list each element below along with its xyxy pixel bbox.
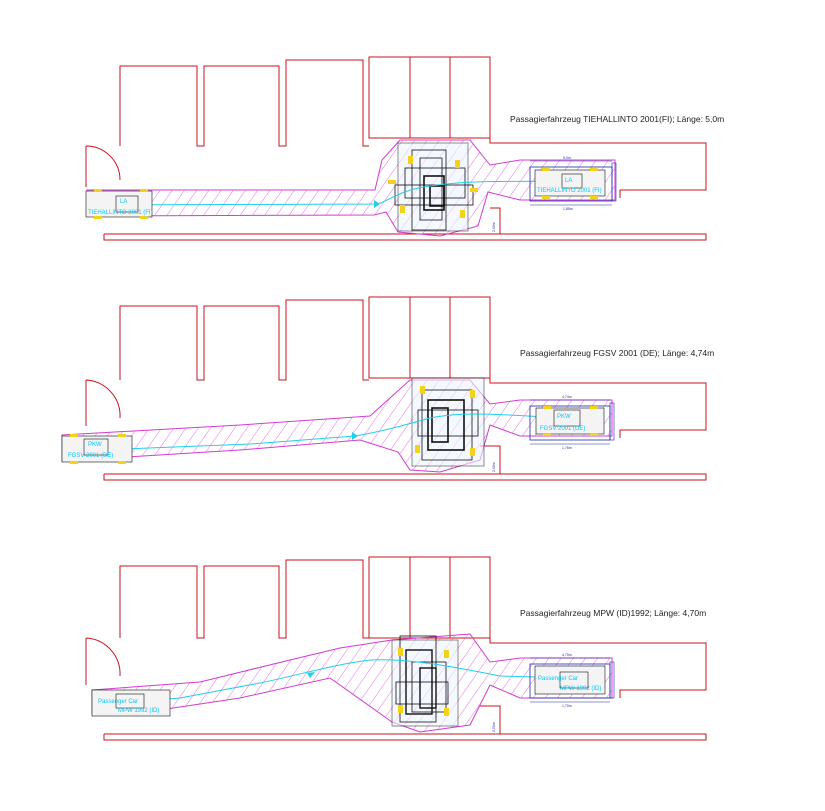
walls bbox=[85, 556, 707, 741]
track-line bbox=[99, 659, 571, 706]
swept-path bbox=[91, 633, 613, 733]
wheels bbox=[415, 386, 475, 456]
wheels bbox=[398, 648, 449, 716]
walls bbox=[85, 56, 707, 241]
vehicle-tag-right: PKW bbox=[557, 414, 571, 420]
dim-bottom: 1,85m bbox=[563, 207, 573, 211]
left-vehicle: Passenger Car MPW 1992 (ID) bbox=[91, 689, 171, 717]
dim-bottom: 1,70m bbox=[562, 704, 572, 708]
dim-side: 2,00m bbox=[492, 462, 496, 472]
right-vehicle: PKW FGSV 2001 (DE) 4,74m 1,76m 2,00m bbox=[492, 395, 615, 472]
vehicle-tag-left: PKW bbox=[88, 442, 102, 448]
swept-path bbox=[86, 139, 616, 237]
vehicle-label-left: Passenger Car bbox=[98, 699, 138, 705]
vehicle-label-left: FGSV 2001 (DE) bbox=[68, 453, 113, 459]
vehicle-tag-right: MPW 1992 (ID) bbox=[560, 686, 601, 692]
vehicle-label-left: TIEHALLINTO 2001 (FI) bbox=[88, 210, 153, 216]
swept-path bbox=[61, 379, 613, 473]
vehicle-label-right: FGSV 2001 (DE) bbox=[540, 426, 585, 432]
dim-bottom: 1,76m bbox=[562, 446, 572, 450]
track-line bbox=[74, 413, 571, 452]
vehicle-tag-left: LA bbox=[120, 199, 127, 205]
left-vehicle: PKW FGSV 2001 (DE) bbox=[61, 434, 133, 464]
dim-top: 4,74m bbox=[562, 395, 572, 399]
panel-3: Passenger Car MPW 1992 (ID) Passenger Ca… bbox=[85, 556, 707, 741]
panel-caption: Passagierfahrzeug TIEHALLINTO 2001(FI); … bbox=[510, 114, 724, 124]
left-vehicle: LA TIEHALLINTO 2001 (FI) bbox=[85, 189, 153, 219]
right-vehicle: Passenger Car MPW 1992 (ID) 4,70m 1,70m … bbox=[492, 653, 615, 732]
track-line bbox=[94, 180, 561, 206]
right-vehicle: LA TIEHALLINTO 2001 (FI) 5,0m 1,85m 2,00… bbox=[492, 156, 617, 232]
panel-2: PKW FGSV 2001 (DE) PKW FGSV 2001 (DE) 4,… bbox=[61, 296, 714, 481]
panel-caption: Passagierfahrzeug FGSV 2001 (DE); Länge:… bbox=[520, 348, 714, 358]
dim-top: 5,0m bbox=[563, 156, 571, 160]
vehicle-label-right: Passenger Car bbox=[538, 676, 578, 682]
panel-1: LA TIEHALLINTO 2001 (FI) LA TIEHALLINTO … bbox=[85, 56, 724, 241]
dim-side: 2,00m bbox=[492, 722, 496, 732]
vehicle-tag-left: MPW 1992 (ID) bbox=[118, 708, 159, 714]
dim-top: 4,70m bbox=[562, 653, 572, 657]
vehicle-tag-right: LA bbox=[565, 178, 572, 184]
wheels bbox=[388, 156, 478, 218]
vehicle-label-right: TIEHALLINTO 2001 (FI) bbox=[537, 188, 602, 194]
panel-caption: Passagierfahrzeug MPW (ID)1992; Länge: 4… bbox=[520, 608, 706, 618]
dim-side: 2,00m bbox=[492, 222, 496, 232]
